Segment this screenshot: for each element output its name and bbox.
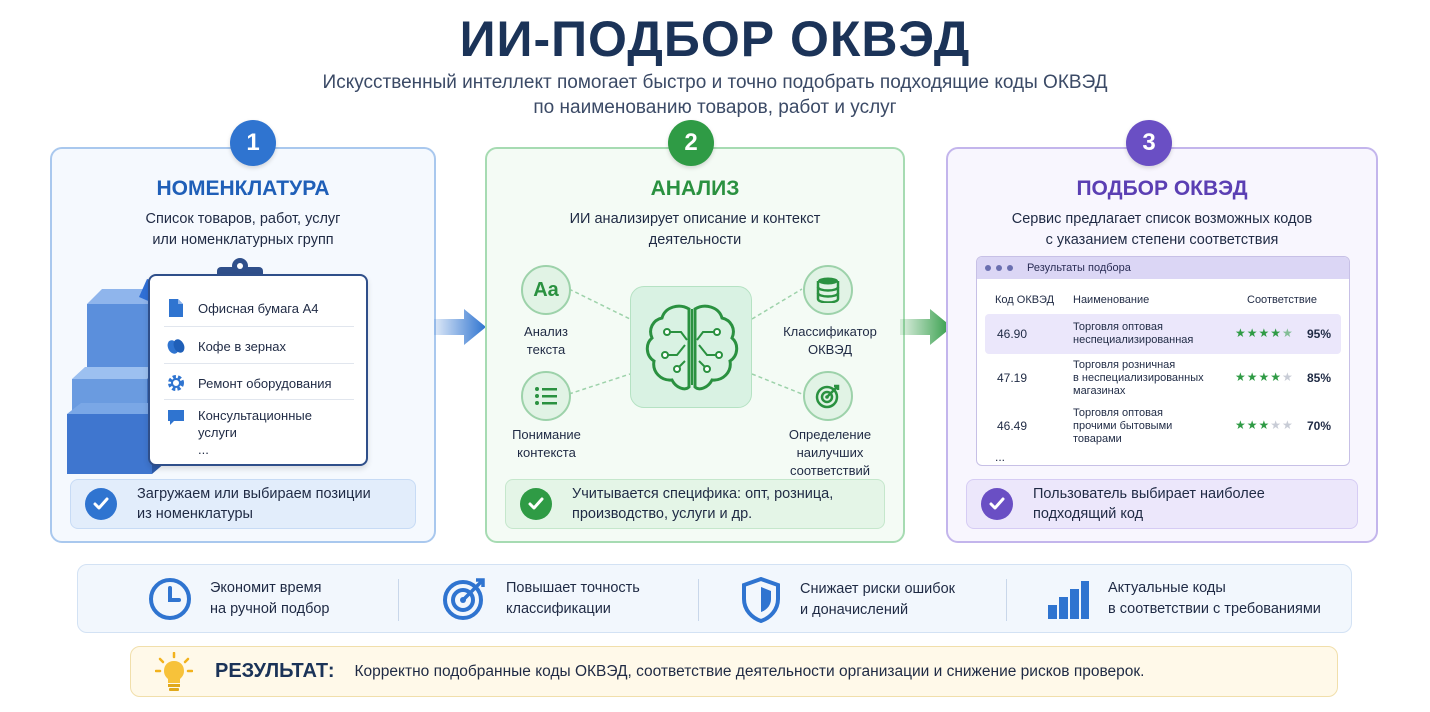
- feature-label: Анализ текста: [524, 324, 568, 357]
- gear-icon: [164, 373, 188, 393]
- step-title: ПОДБОР ОКВЭД: [1076, 177, 1248, 200]
- rating-stars: ★★★★★: [1235, 370, 1294, 384]
- rating-stars: ★★★★★: [1235, 326, 1294, 340]
- step-card-selection: ПОДБОР ОКВЭД Сервис предлагает список во…: [946, 147, 1378, 543]
- page-subtitle: Искусственный интеллект помогает быстро …: [322, 72, 1108, 118]
- result-text: Корректно подобранные коды ОКВЭД, соотве…: [354, 662, 1145, 680]
- arrow-right-icon: [900, 309, 952, 345]
- text-analysis-icon: Aa: [521, 265, 571, 315]
- step-title: АНАЛИЗ: [650, 177, 740, 200]
- result-label: РЕЗУЛЬТАТ:: [215, 660, 335, 682]
- page-title: ИИ-ПОДБОР ОКВЭД: [459, 11, 971, 67]
- step-number-badge: 1: [230, 120, 276, 166]
- result-banner: РЕЗУЛЬТАТ: Корректно подобранные коды ОК…: [130, 646, 1338, 697]
- step-card-nomenclature: НОМЕНКЛАТУРА Список товаров, работ, услу…: [50, 147, 436, 543]
- target-icon: [443, 578, 485, 620]
- match-percent: 85%: [1307, 371, 1332, 385]
- arrow-right-icon: [434, 309, 486, 345]
- table-row[interactable]: 47.19 Торговля розничная в неспециализир…: [997, 359, 1332, 397]
- step-number-badge: 3: [1126, 120, 1172, 166]
- window-dot-icon: [1007, 265, 1013, 271]
- clock-icon: [149, 578, 191, 620]
- list-item[interactable]: Офисная бумага А4: [164, 298, 354, 318]
- step-note: Учитывается специфика: опт, розница, про…: [505, 479, 885, 529]
- list-item[interactable]: Консультационные услуги ...: [164, 407, 354, 458]
- nomenclature-clipboard: Офисная бумага А4 Кофе в зернах Ремонт о…: [148, 274, 368, 466]
- list-item[interactable]: Ремонт оборудования: [164, 373, 354, 393]
- step-description: Список товаров, работ, услуг или номенкл…: [145, 211, 341, 248]
- column-header: Наименование: [1073, 294, 1150, 306]
- check-icon: [85, 488, 117, 520]
- list-item[interactable]: Кофе в зернах: [164, 336, 354, 356]
- chat-bubble-icon: [164, 407, 188, 427]
- check-icon: [520, 488, 552, 520]
- table-row[interactable]: 46.49 Торговля оптовая прочими бытовыми …: [997, 407, 1332, 445]
- step-card-analysis: АНАЛИЗ ИИ анализирует описание и контекс…: [485, 147, 905, 543]
- rating-stars: ★★★★★: [1235, 418, 1294, 432]
- connector-lines: [568, 288, 803, 395]
- more-rows-ellipsis: ...: [995, 450, 1006, 464]
- step-number-badge: 2: [668, 120, 714, 166]
- shield-icon: [742, 577, 780, 623]
- table-row[interactable]: 46.90 Торговля оптовая неспециализирован…: [985, 314, 1341, 354]
- match-percent: 95%: [1307, 327, 1332, 341]
- feature-label: Определение наилучших соответствий: [788, 427, 872, 478]
- database-icon: [803, 265, 853, 315]
- bar-chart-icon: [1048, 581, 1089, 619]
- feature-label: Классификатор ОКВЭД: [783, 324, 877, 357]
- step-note: Загружаем или выбираем позиции из номенк…: [70, 479, 416, 529]
- target-icon: [803, 371, 853, 421]
- step-description: Сервис предлагает список возможных кодов…: [1011, 211, 1313, 248]
- column-header: Соответствие: [1247, 294, 1318, 306]
- document-icon: [164, 298, 188, 318]
- feature-label: Понимание контекста: [512, 427, 581, 460]
- step-title: НОМЕНКЛАТУРА: [156, 177, 330, 200]
- list-icon: [521, 371, 571, 421]
- step-note: Пользователь выбирает наиболее подходящи…: [966, 479, 1358, 529]
- window-titlebar: Результаты подбора: [977, 257, 1349, 279]
- window-dot-icon: [996, 265, 1002, 271]
- match-percent: 70%: [1307, 419, 1332, 433]
- coffee-bean-icon: [164, 336, 188, 356]
- step-description: ИИ анализирует описание и контекст деяте…: [569, 211, 821, 248]
- column-header: Код ОКВЭД: [995, 294, 1055, 306]
- lightbulb-icon: [155, 651, 193, 691]
- check-icon: [981, 488, 1013, 520]
- ai-brain-icon: [630, 286, 752, 408]
- window-dot-icon: [985, 265, 991, 271]
- results-window: Результаты подбора Код ОКВЭД Наименовани…: [976, 256, 1350, 466]
